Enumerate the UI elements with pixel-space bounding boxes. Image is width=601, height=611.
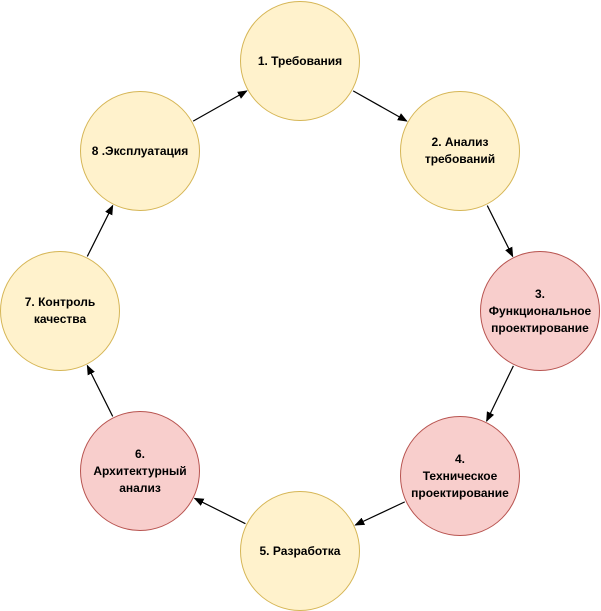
node-development: 5. Разработка bbox=[240, 491, 360, 611]
edge-arrow-n2-n3 bbox=[486, 205, 514, 258]
node-quality-control: 7. Контроль качества bbox=[0, 251, 120, 371]
edge-arrow-n3-n4 bbox=[486, 365, 514, 423]
node-operation: 8 .Эксплуатация bbox=[80, 91, 200, 211]
node-requirements-analysis: 2. Анализ требований bbox=[400, 91, 520, 211]
node-architecture-analysis: 6. Архитектурный анализ bbox=[80, 411, 200, 531]
edge-arrow-n1-n2 bbox=[352, 90, 408, 122]
edge-arrow-n5-n6 bbox=[193, 497, 246, 525]
node-label: 6. Архитектурный анализ bbox=[93, 446, 187, 495]
node-label: 4. Техническое проектирование bbox=[411, 451, 509, 500]
node-functional-design: 3. Функциональное проектирование bbox=[480, 251, 600, 371]
node-label: 2. Анализ требований bbox=[424, 135, 496, 166]
node-technical-design: 4. Техническое проектирование bbox=[400, 416, 520, 536]
edge-arrow-n6-n7 bbox=[86, 364, 114, 417]
node-label: 1. Требования bbox=[257, 53, 343, 68]
edge-arrow-n4-n5 bbox=[354, 501, 406, 526]
edge-arrow-n7-n8 bbox=[86, 204, 114, 257]
node-label: 5. Разработка bbox=[259, 543, 341, 558]
edge-arrow-n8-n1 bbox=[192, 90, 248, 122]
node-requirements: 1. Требования bbox=[240, 1, 360, 121]
node-label: 3. Функциональное проектирование bbox=[488, 286, 592, 335]
node-label: 8 .Эксплуатация bbox=[91, 143, 189, 158]
node-label: 7. Контроль качества bbox=[24, 295, 96, 326]
